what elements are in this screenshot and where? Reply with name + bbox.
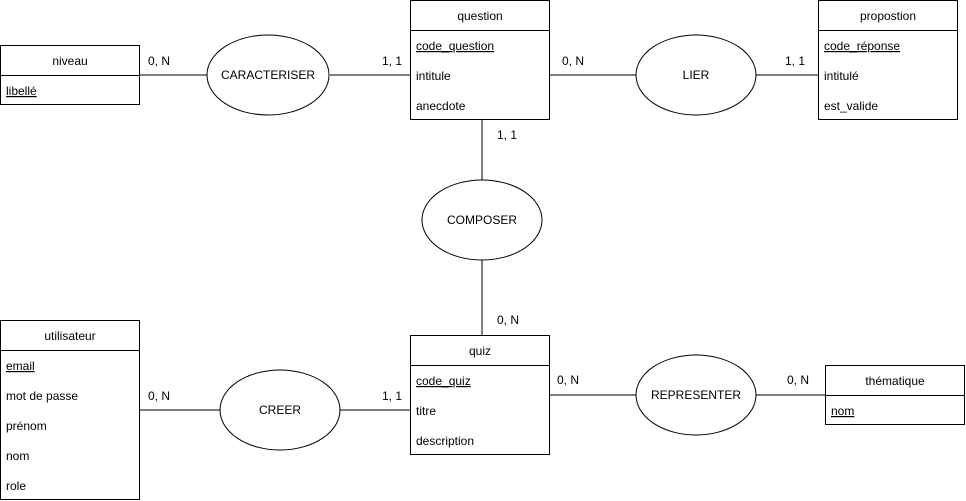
cardinality-thematique-representer: 0, N [787, 373, 809, 387]
entity-title: question [457, 9, 502, 23]
attribute: intitule [416, 69, 451, 83]
attribute: est_valide [824, 99, 878, 113]
attribute: titre [416, 404, 436, 418]
attribute: prénom [6, 419, 47, 433]
relationship-creer[interactable]: CREER [219, 369, 341, 451]
entity-title: thématique [865, 374, 925, 388]
entity-title: quiz [469, 344, 491, 358]
attribute: anecdote [416, 99, 466, 113]
connectors [140, 74, 825, 411]
entity-niveau[interactable]: niveau libellé [0, 45, 140, 105]
entity-propostion[interactable]: propostion code_réponse intitulé est_val… [818, 0, 958, 120]
entity-title: utilisateur [44, 329, 95, 343]
relationship-label: CARACTERISER [221, 68, 315, 82]
relationship-label: COMPOSER [447, 213, 517, 227]
attribute: role [6, 479, 26, 493]
attribute: nom [6, 449, 29, 463]
relationship-composer[interactable]: COMPOSER [421, 179, 543, 261]
relationship-lier[interactable]: LIER [635, 34, 757, 116]
entity-quiz[interactable]: quiz code_quiz titre description [410, 335, 550, 455]
entity-thematique[interactable]: thématique nom [825, 365, 965, 425]
attribute-key: nom [831, 404, 854, 418]
cardinality-quiz-representer: 0, N [557, 373, 579, 387]
cardinality-question-lier: 0, N [562, 54, 584, 68]
cardinality-quiz-creer: 1, 1 [382, 389, 402, 403]
attribute-key: code_quiz [416, 374, 471, 388]
cardinalities: 0, N 1, 1 0, N 1, 1 1, 1 0, N 0, N 1, 1 … [148, 54, 809, 403]
attribute-key: libellé [6, 84, 37, 98]
entity-title: niveau [52, 54, 87, 68]
attribute: mot de passe [6, 389, 78, 403]
relationship-label: CREER [259, 403, 301, 417]
attribute-key: email [6, 359, 35, 373]
cardinality-utilisateur-creer: 0, N [148, 389, 170, 403]
relationship-caracteriser[interactable]: CARACTERISER [206, 34, 330, 116]
cardinality-quiz-composer: 0, N [497, 313, 519, 327]
attribute-key: code_réponse [824, 39, 900, 53]
cardinality-question-caracteriser: 1, 1 [382, 54, 402, 68]
entity-utilisateur[interactable]: utilisateur email mot de passe prénom no… [0, 320, 140, 500]
cardinality-propostion-lier: 1, 1 [785, 54, 805, 68]
entity-question[interactable]: question code_question intitule anecdote [410, 0, 550, 120]
entity-title: propostion [860, 9, 916, 23]
cardinality-niveau-caracteriser: 0, N [148, 54, 170, 68]
relationship-representer[interactable]: REPRESENTER [635, 354, 757, 436]
relationship-label: LIER [683, 68, 710, 82]
attribute: intitulé [824, 69, 859, 83]
attribute: description [416, 434, 474, 448]
cardinality-question-composer: 1, 1 [497, 128, 517, 142]
relationship-label: REPRESENTER [651, 388, 741, 402]
attribute-key: code_question [416, 39, 494, 53]
